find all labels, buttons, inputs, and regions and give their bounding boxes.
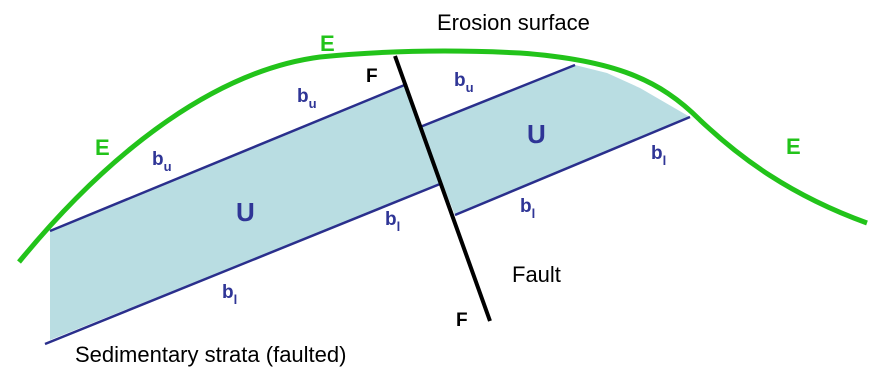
unit-label-right: U <box>527 119 546 149</box>
strata-label: Sedimentary strata (faulted) <box>75 342 346 367</box>
erosion-surface-label: Erosion surface <box>437 10 590 35</box>
unit-label-left: U <box>236 197 255 227</box>
erosion-marker-top: E <box>320 31 335 56</box>
fault-label: Fault <box>512 262 561 287</box>
bed-letter: b <box>297 86 309 107</box>
bed-subscript: u <box>466 80 474 95</box>
bed-lower-label-center-left: bl <box>385 209 400 234</box>
bed-letter: b <box>385 209 397 230</box>
bed-letter: b <box>651 143 663 164</box>
erosion-marker-left: E <box>95 135 110 160</box>
bed-upper-label-left: bu <box>152 149 172 174</box>
bed-letter: b <box>454 70 466 91</box>
bed-upper-label-mid: bu <box>297 86 317 111</box>
bed-subscript: u <box>309 96 317 111</box>
fault-marker-top: F <box>366 66 378 87</box>
bed-lower-label-center-right: bl <box>520 196 535 221</box>
bed-lower-label-bottom-left: bl <box>222 282 237 307</box>
bed-letter: b <box>222 282 234 303</box>
bed-subscript: l <box>663 153 667 168</box>
bed-subscript: l <box>234 292 238 307</box>
erosion-marker-right: E <box>786 134 801 159</box>
bed-subscript: l <box>397 219 401 234</box>
bed-letter: b <box>520 196 532 217</box>
bed-subscript: u <box>164 159 172 174</box>
bed-letter: b <box>152 149 164 170</box>
bed-upper-label-right: bu <box>454 70 474 95</box>
bed-lower-label-right: bl <box>651 143 666 168</box>
fault-marker-bottom: F <box>456 310 468 331</box>
bed-subscript: l <box>532 206 536 221</box>
